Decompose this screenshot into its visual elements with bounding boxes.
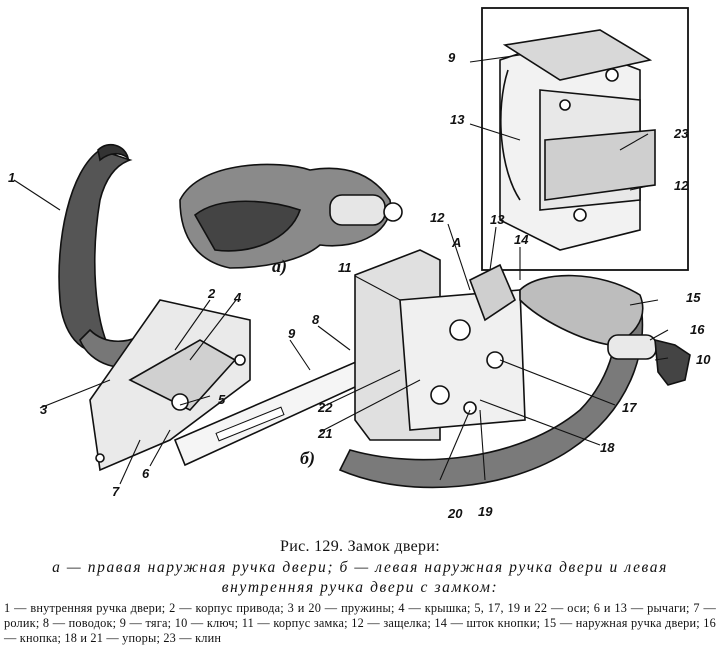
callout-10: 10	[696, 352, 711, 367]
callout-21: 21	[317, 426, 332, 441]
callout-12: 12	[430, 210, 445, 225]
caption-title: Рис. 129. Замок двери:	[280, 538, 440, 555]
callout-15: 15	[686, 290, 701, 305]
callout-11: 11	[338, 260, 352, 275]
callout-16: 16	[690, 322, 705, 337]
figure-caption: Рис. 129. Замок двери: а — правая наружн…	[0, 538, 720, 647]
lock-body	[354, 249, 526, 441]
callout-4: 4	[233, 290, 242, 305]
callout-18: 18	[600, 440, 615, 455]
callout-13: 13	[490, 212, 505, 227]
subfigure-b-label: б)	[300, 448, 315, 469]
callout-5: 5	[218, 392, 226, 407]
outer-door-handle	[338, 274, 691, 489]
handle-drive-housing	[89, 299, 251, 472]
callout-3: 3	[40, 402, 48, 417]
lock-illustration: а) б) А 1 2 3 4 5 6 7 8 9 9 10	[8, 7, 711, 521]
callout-22: 22	[317, 400, 333, 415]
callout-1: 1	[8, 170, 15, 185]
inset-latch-detail	[481, 7, 689, 271]
subfigure-a-label: а)	[272, 256, 287, 277]
point-a-label: А	[451, 235, 461, 250]
callout-7: 7	[112, 484, 120, 499]
callout-14: 14	[514, 232, 529, 247]
callout-2: 2	[207, 286, 216, 301]
outer-handle-a	[179, 163, 403, 269]
callout-13-inset: 13	[450, 112, 465, 127]
callout-9: 9	[288, 326, 296, 341]
callout-6: 6	[142, 466, 150, 481]
callout-20: 20	[447, 506, 463, 521]
callout-17: 17	[622, 400, 637, 415]
callout-8: 8	[312, 312, 320, 327]
callout-12-inset: 12	[674, 178, 689, 193]
callout-9-inset: 9	[448, 50, 456, 65]
legend-text: 1 — внутренняя ручка двери; 2 — корпус п…	[4, 601, 716, 646]
callout-19: 19	[478, 504, 493, 519]
caption-subtitle: а — правая наружная ручка двери; б — лев…	[52, 559, 668, 596]
caption-legend: 1 — внутренняя ручка двери; 2 — корпус п…	[0, 598, 720, 647]
leader-lines	[13, 54, 669, 485]
callout-23: 23	[673, 126, 689, 141]
